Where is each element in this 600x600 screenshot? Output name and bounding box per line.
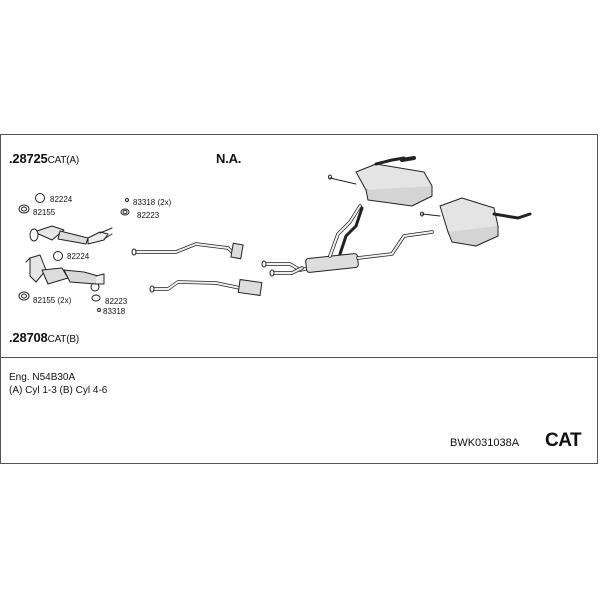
front-pipe-1: [131, 242, 244, 260]
catalyst-a: [29, 225, 113, 245]
cat-a-heading: .28725CAT(A): [9, 151, 79, 166]
part-82155-top: 82155: [33, 208, 56, 217]
clamp-82155-bottom: [18, 291, 30, 301]
gasket-82223-top: [120, 208, 130, 216]
part-82155-bottom: 82155 (2x): [33, 296, 72, 305]
nut-83318-top: [125, 198, 129, 202]
cat-a-number: .28725: [9, 151, 48, 166]
na-label: N.A.: [216, 151, 242, 166]
gasket-82224-top: [35, 193, 45, 203]
part-82223-bottom: 82223: [105, 297, 128, 306]
part-82224-mid: 82224: [67, 252, 90, 261]
catalyst-b: [25, 254, 105, 285]
rear-muffler-2: [420, 197, 532, 247]
cat-b-heading: .28708CAT(B): [9, 330, 79, 345]
cat-b-number: .28708: [9, 330, 48, 345]
cat-a-suffix: CAT(A): [47, 155, 80, 166]
center-muffler: [261, 204, 434, 277]
part-83318-top: 83318 (2x): [133, 198, 172, 207]
category-label: CAT: [545, 430, 582, 451]
section-divider: [0, 357, 598, 358]
part-83318-bottom: 83318: [103, 307, 126, 316]
engine-cylinders: (A) Cyl 1-3 (B) Cyl 4-6: [9, 385, 108, 396]
rear-muffler-1: [328, 156, 433, 207]
cat-b-suffix: CAT(B): [47, 334, 80, 345]
gasket-82223-lower: [91, 294, 101, 302]
clamp-82155-top: [18, 204, 30, 214]
gasket-82224-mid: [53, 251, 63, 261]
article-code: BWK031038A: [450, 437, 520, 449]
front-pipe-2: [149, 279, 263, 296]
nut-83318-bottom: [97, 308, 101, 312]
engine-code: Eng. N54B30A: [9, 372, 76, 383]
part-82224-top: 82224: [50, 195, 73, 204]
part-82223-top: 82223: [137, 211, 160, 220]
